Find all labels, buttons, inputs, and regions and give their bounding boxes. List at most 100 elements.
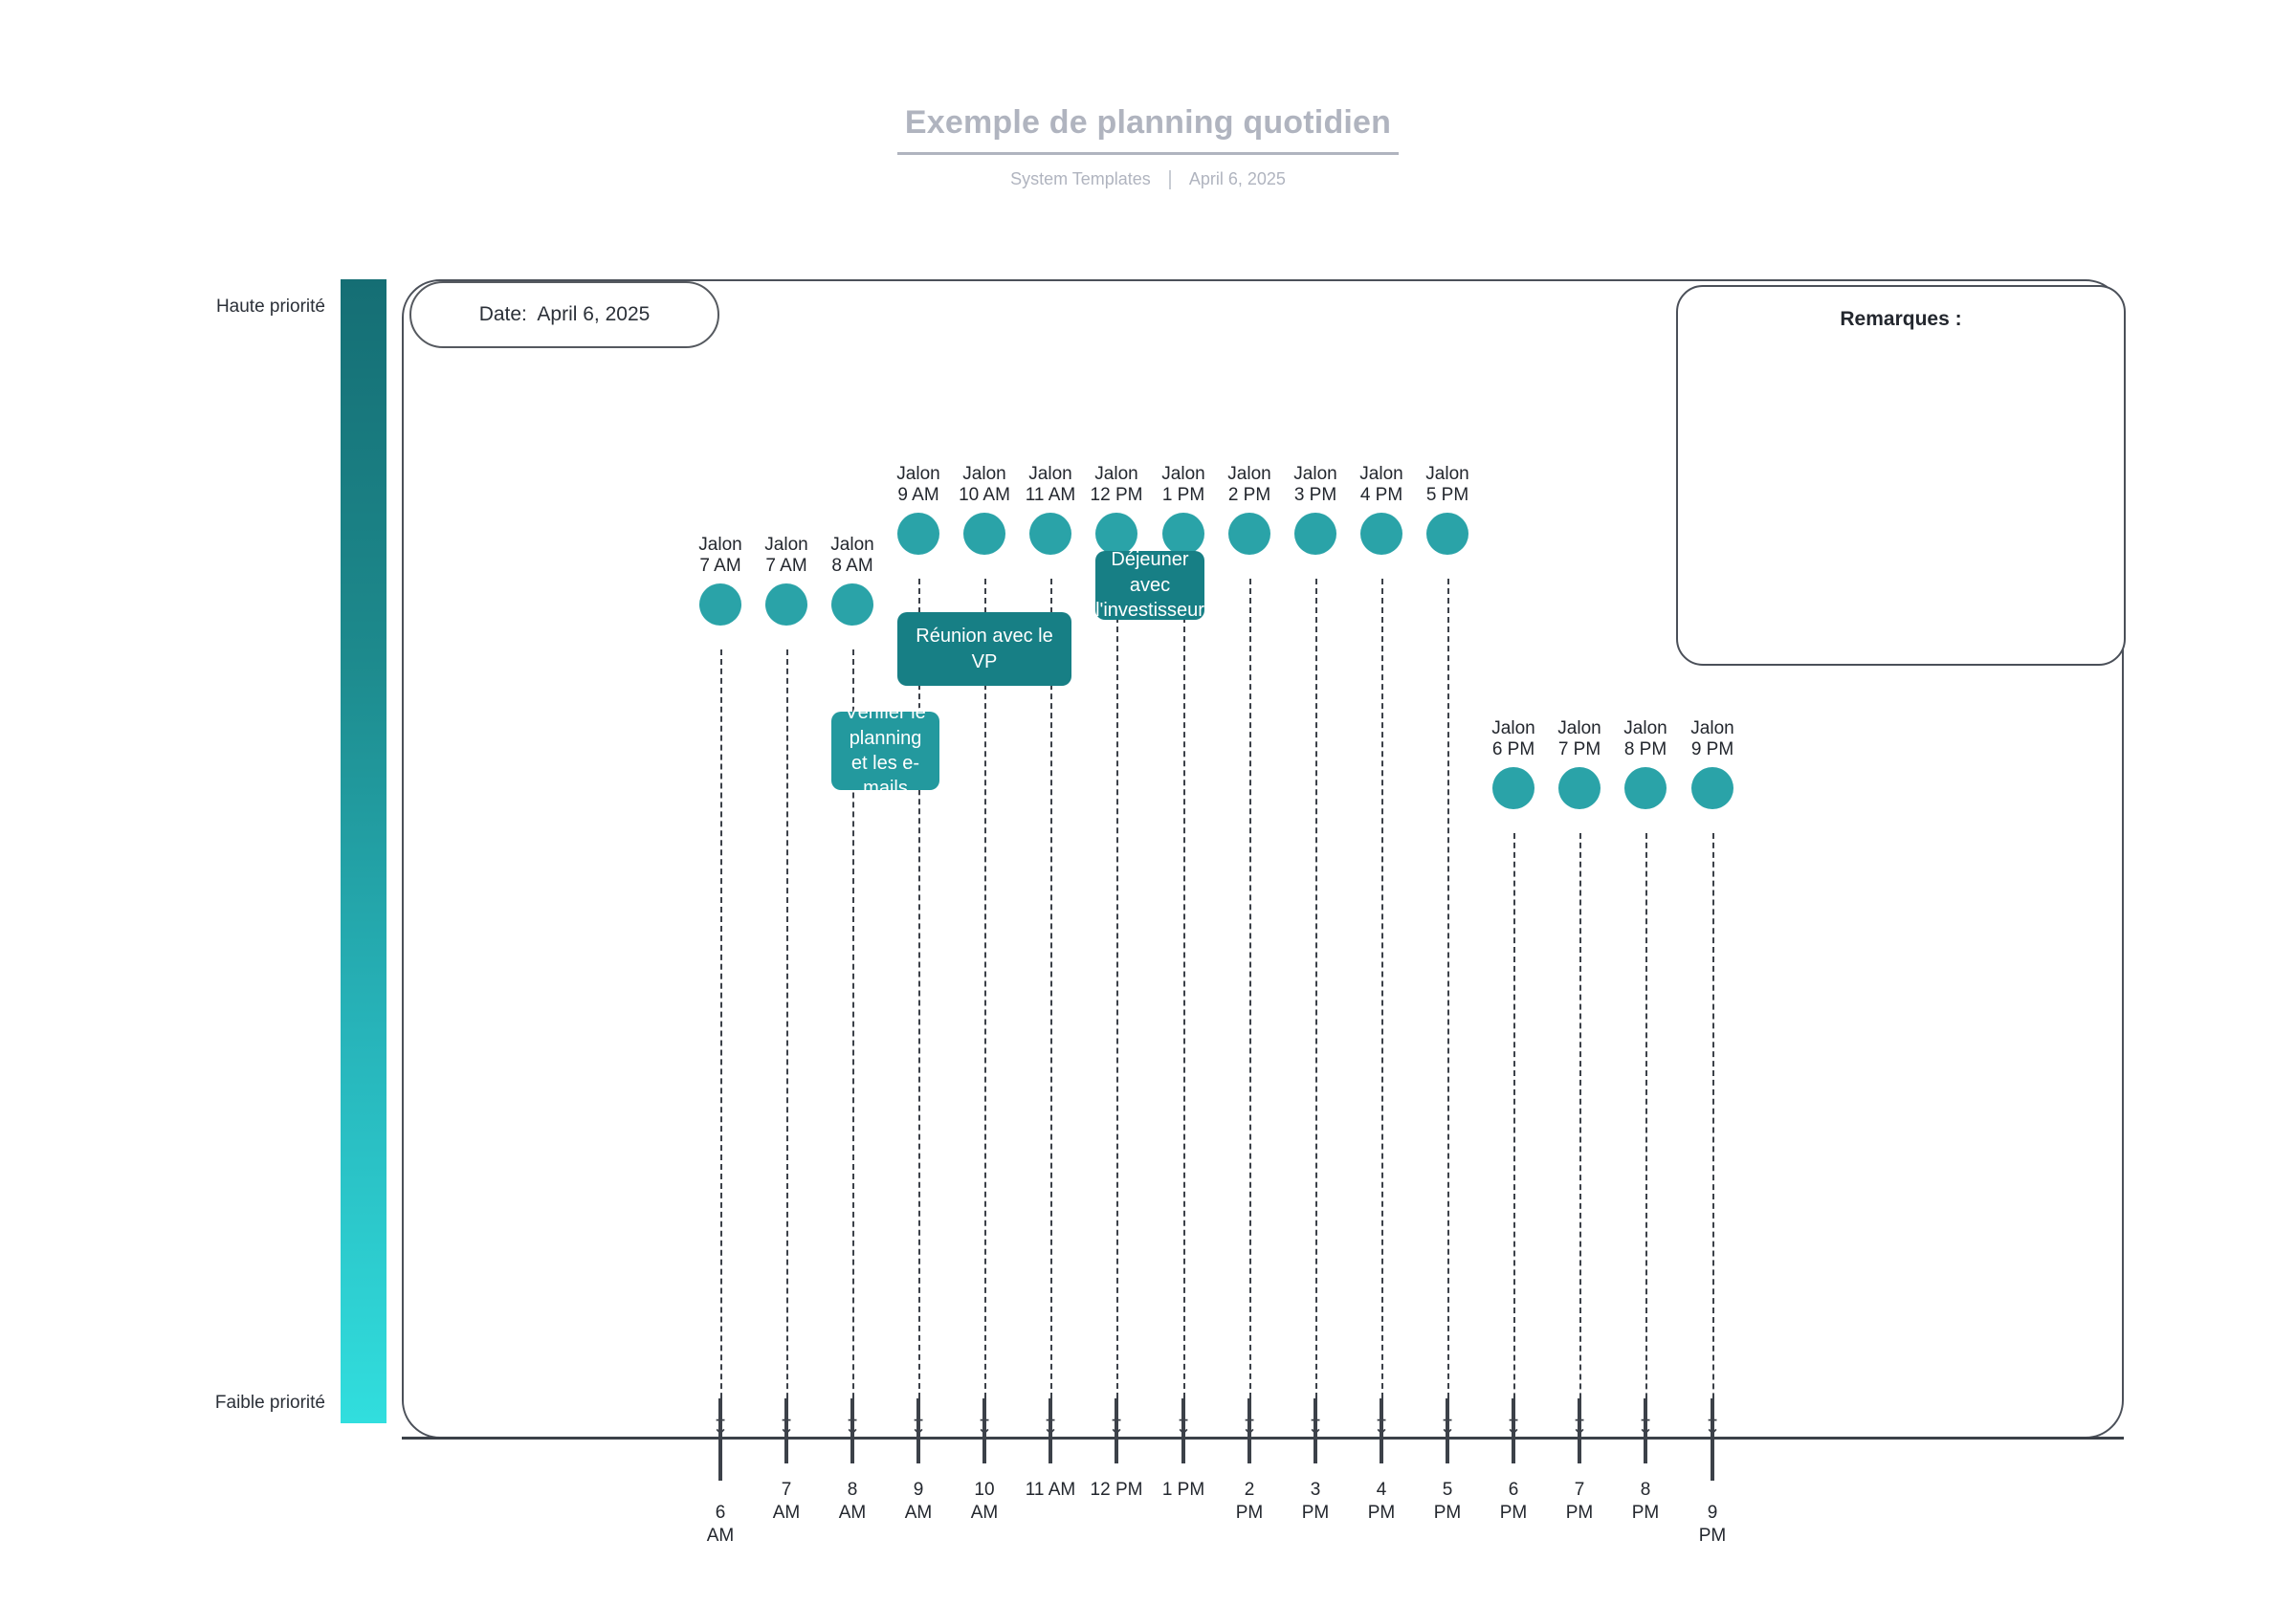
milestone-dot-icon[interactable]: [1691, 766, 1733, 809]
axis-tick-stem: [982, 1398, 986, 1463]
axis-tick-label: 8 PM: [1631, 1480, 1660, 1523]
milestone-label: Jalon 1 PM: [1161, 464, 1205, 506]
axis-tick-stem: [1115, 1398, 1118, 1463]
milestone-dot-icon[interactable]: [765, 583, 807, 626]
axis-tick-stem: [1380, 1398, 1383, 1463]
axis-tick-stem: [1578, 1398, 1581, 1463]
column-guideline: [984, 579, 986, 1437]
column-guideline: [1116, 579, 1118, 1437]
milestone[interactable]: Jalon 12 PM: [1059, 464, 1174, 555]
milestone[interactable]: Jalon 4 PM: [1324, 464, 1439, 555]
milestone-dot-icon[interactable]: [1162, 512, 1204, 555]
milestone-dot-icon[interactable]: [1228, 512, 1270, 555]
priority-label-high: Haute priorité: [215, 297, 325, 317]
axis-tick-marker-icon: ↧: [778, 1417, 795, 1439]
milestone-dot-icon[interactable]: [1624, 766, 1667, 809]
axis-tick-marker-icon: ↧: [844, 1417, 861, 1439]
axis-tick-marker-icon: ↧: [712, 1417, 729, 1439]
milestone-label: Jalon 9 AM: [896, 464, 940, 506]
milestone[interactable]: Jalon 5 PM: [1390, 464, 1505, 555]
milestone-dot-icon[interactable]: [1492, 766, 1534, 809]
axis-tick-stem: [916, 1398, 920, 1463]
axis-tick-label: 10 AM: [970, 1480, 999, 1523]
milestone[interactable]: Jalon 7 AM: [729, 535, 844, 626]
milestone-dot-icon[interactable]: [1294, 512, 1336, 555]
notes-title: Remarques :: [1840, 308, 1962, 330]
milestone-label: Jalon 7 AM: [764, 535, 808, 577]
axis-tick-marker-icon: ↧: [1704, 1417, 1721, 1439]
column-guideline: [1513, 833, 1515, 1437]
date-field[interactable]: Date: April 6, 2025: [409, 281, 719, 348]
column-guideline: [852, 649, 854, 1437]
page-header: Exemple de planning quotidien System Tem…: [0, 104, 2296, 189]
task-bar[interactable]: Réunion avec le VP: [897, 612, 1071, 686]
subtitle-date: April 6, 2025: [1188, 169, 1286, 189]
axis-tick-label: 8 AM: [838, 1480, 867, 1523]
milestone[interactable]: Jalon 10 AM: [927, 464, 1042, 555]
milestone-dot-icon[interactable]: [963, 512, 1005, 555]
axis-tick-marker-icon: ↧: [1241, 1417, 1258, 1439]
milestone[interactable]: Jalon 8 PM: [1588, 718, 1703, 809]
milestone[interactable]: Jalon 2 PM: [1192, 464, 1307, 555]
time-axis-line: [402, 1437, 2124, 1440]
milestone-dot-icon[interactable]: [699, 583, 741, 626]
milestone[interactable]: Jalon 11 AM: [993, 464, 1108, 555]
axis-tick-marker-icon: ↧: [1637, 1417, 1654, 1439]
milestone-label: Jalon 9 PM: [1690, 718, 1734, 760]
column-guideline: [1381, 579, 1383, 1437]
milestone[interactable]: Jalon 3 PM: [1258, 464, 1373, 555]
axis-tick-label: 12 PM: [1090, 1480, 1143, 1500]
milestone-dot-icon[interactable]: [897, 512, 939, 555]
column-guideline: [1447, 579, 1449, 1437]
milestone-dot-icon[interactable]: [1558, 766, 1601, 809]
milestone[interactable]: Jalon 1 PM: [1126, 464, 1241, 555]
axis-tick-stem: [784, 1398, 788, 1463]
axis-tick-stem: [1247, 1398, 1251, 1463]
milestone[interactable]: Jalon 7 PM: [1522, 718, 1637, 809]
subtitle-source: System Templates: [1010, 169, 1151, 189]
axis-tick-marker-icon: ↧: [1175, 1417, 1192, 1439]
task-bar[interactable]: Vérifier le planning et les e-mails: [831, 702, 939, 799]
axis-tick-label: 9 PM: [1698, 1503, 1727, 1546]
axis-tick-label: 11 AM: [1025, 1480, 1076, 1500]
milestone-dot-icon[interactable]: [1426, 512, 1468, 555]
axis-tick-label: 5 PM: [1433, 1480, 1462, 1523]
column-guideline: [1183, 579, 1185, 1437]
column-guideline: [1050, 579, 1052, 1437]
column-guideline: [720, 649, 722, 1437]
milestone[interactable]: Jalon 9 PM: [1655, 718, 1770, 809]
axis-tick-stem: [1314, 1398, 1317, 1463]
milestone-label: Jalon 11 AM: [1025, 464, 1076, 506]
task-bar[interactable]: Déjeuner avec l'investisseur: [1095, 549, 1204, 622]
milestone-label: Jalon 7 AM: [698, 535, 742, 577]
milestone-label: Jalon 4 PM: [1359, 464, 1403, 506]
column-guideline: [1579, 833, 1581, 1437]
milestone-label: Jalon 5 PM: [1425, 464, 1469, 506]
milestone-label: Jalon 6 PM: [1491, 718, 1535, 760]
axis-tick-marker-icon: ↧: [1373, 1417, 1390, 1439]
axis-tick-stem: [1446, 1398, 1449, 1463]
axis-tick-marker-icon: ↧: [1042, 1417, 1059, 1439]
milestone-dot-icon[interactable]: [1095, 512, 1137, 555]
axis-tick-stem: [850, 1398, 854, 1463]
axis-tick-label: 2 PM: [1235, 1480, 1264, 1523]
axis-tick-label: 4 PM: [1367, 1480, 1396, 1523]
notes-panel[interactable]: Remarques :: [1676, 285, 2126, 666]
axis-tick-stem: [1181, 1398, 1185, 1463]
milestone[interactable]: Jalon 9 AM: [861, 464, 976, 555]
axis-tick-marker-icon: ↧: [1571, 1417, 1588, 1439]
axis-tick-marker-icon: ↧: [910, 1417, 927, 1439]
axis-tick-label: 3 PM: [1301, 1480, 1330, 1523]
column-guideline: [1249, 579, 1251, 1437]
axis-tick-stem: [1512, 1398, 1515, 1463]
milestone-dot-icon[interactable]: [831, 583, 873, 626]
milestone-dot-icon[interactable]: [1029, 512, 1071, 555]
milestone-label: Jalon 8 AM: [830, 535, 874, 577]
milestone-dot-icon[interactable]: [1360, 512, 1402, 555]
milestone[interactable]: Jalon 7 AM: [663, 535, 778, 626]
date-field-value: Date: April 6, 2025: [478, 303, 651, 325]
subtitle-separator: [1168, 169, 1171, 189]
milestone[interactable]: Jalon 8 AM: [795, 535, 910, 626]
axis-tick-marker-icon: ↧: [1307, 1417, 1324, 1439]
milestone[interactable]: Jalon 6 PM: [1456, 718, 1571, 809]
